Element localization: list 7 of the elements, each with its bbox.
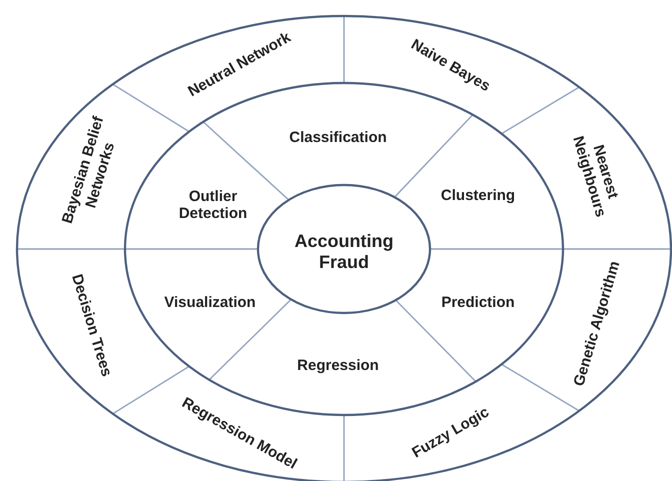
sector-label: Decision Trees (68, 272, 116, 378)
sector-label: Outlier Detection (158, 188, 268, 222)
sector-label: Classification (289, 129, 387, 147)
sector-label: Visualization (164, 294, 256, 312)
sector-label: Regression (297, 357, 379, 375)
sector-label: Clustering (440, 187, 516, 205)
sector-label: Prediction (441, 294, 515, 312)
